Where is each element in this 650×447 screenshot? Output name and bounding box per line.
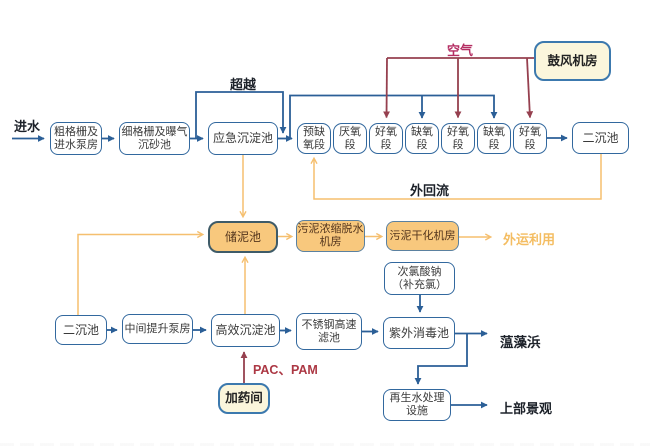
node-dosing-room: 加药间 (218, 383, 270, 414)
node-aerobic-3: 好氧 段 (513, 123, 547, 154)
node-sludge-drying: 污泥干化机房 (386, 221, 459, 251)
node-anaerobic: 厌氧 段 (333, 123, 367, 154)
node-sodium-hypochlorite: 次氯酸钠 （补充氯） (384, 262, 455, 295)
node-aerobic-1: 好氧 段 (369, 123, 403, 154)
label-external-reuse: 外运利用 (503, 232, 556, 247)
node-intermediate-lift-pump: 中间提升泵房 (122, 314, 193, 344)
label-dosing-agents: PAC、PAM (253, 363, 318, 377)
air-drop-aerobic3 (526, 57, 534, 119)
label-air: 空气 (447, 43, 474, 58)
cropped-text-artifact (0, 443, 650, 446)
node-reclaimed-water-facility: 再生水处理 设施 (383, 389, 451, 421)
sludge-clarifier2-to-storage (77, 235, 202, 315)
node-secondary-clarifier-top: 二沉池 (572, 122, 629, 154)
node-sludge-storage: 储泥池 (208, 221, 278, 253)
node-secondary-clarifier-bottom: 二沉池 (55, 315, 107, 345)
distribution-line (289, 94, 498, 139)
node-aerobic-2: 好氧 段 (441, 123, 475, 154)
node-anoxic-1: 缺氧 段 (405, 123, 439, 154)
node-anoxic-2: 缺氧 段 (477, 123, 511, 154)
node-high-efficiency-sedimentation: 高效沉淀池 (211, 314, 280, 347)
node-pre-anoxic: 预缺 氧段 (297, 123, 331, 154)
label-bypass: 超越 (230, 77, 257, 92)
sludge-lines-orange (77, 154, 602, 315)
node-emergency-sedimentation: 应急沉淀池 (208, 122, 278, 155)
node-fine-screen-grit: 细格栅及曝气 沉砂池 (119, 122, 190, 155)
label-inflow: 进水 (14, 119, 41, 134)
bypass-line (195, 91, 287, 139)
label-external-reflux: 外回流 (410, 183, 450, 198)
label-outfall-creek: 蕰藻浜 (500, 335, 541, 350)
air-lines-red (240, 57, 534, 383)
air-drop-aerobic1 (383, 57, 391, 119)
node-sludge-thickening-dewatering: 污泥浓缩脱水 机房 (296, 220, 365, 252)
flow-lines-blue (12, 91, 568, 409)
label-upper-landscape: 上部景观 (500, 401, 553, 416)
node-coarse-screen-pump: 粗格栅及 进水泵房 (50, 122, 102, 155)
node-blower-room: 鼓风机房 (534, 41, 611, 81)
node-stainless-steel-filter: 不锈钢高速 滤池 (296, 313, 362, 350)
node-uv-disinfection: 紫外消毒池 (383, 317, 455, 349)
external-reflux-line (314, 154, 602, 200)
branch-uv-to-reclaimed (414, 333, 468, 385)
